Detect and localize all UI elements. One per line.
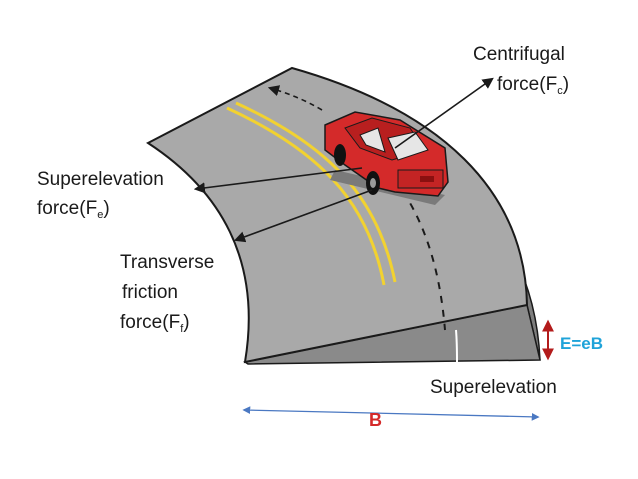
car-front-wheel <box>334 144 346 166</box>
width-dimension-arrow <box>242 406 540 421</box>
car-side-window <box>359 127 386 153</box>
transverse-label-line2: friction <box>122 282 178 303</box>
transverse-close-paren: ) <box>183 312 189 333</box>
transverse-label-line1: Transverse <box>120 252 214 273</box>
centrifugal-subscript: c <box>557 85 563 97</box>
centrifugal-close-paren: ) <box>563 74 569 95</box>
centrifugal-label-line2: force(Fc) <box>497 74 569 97</box>
superelevation-force-text: force(F <box>37 198 97 219</box>
superelevation-force-label-line1: Superelevation <box>37 169 164 190</box>
centrifugal-force-arrow <box>394 77 494 149</box>
superelevation-force-close-paren: ) <box>103 198 109 219</box>
superelevation-force-label-line2: force(Fe) <box>37 198 110 221</box>
e-formula-label: E=eB <box>560 334 603 353</box>
superelevation-force-subscript: e <box>97 209 103 221</box>
transverse-force-text: force(F <box>120 312 180 333</box>
car-rear-window <box>387 131 429 161</box>
transverse-label-line3: force(Ff) <box>120 312 190 335</box>
travel-direction-arrow <box>267 85 323 111</box>
centrifugal-label-line1: Centrifugal <box>473 44 565 65</box>
lane-dashed-line-lower <box>455 329 458 363</box>
superelevation-force-arrow <box>193 167 363 194</box>
transverse-subscript: f <box>180 323 184 335</box>
car-tail-light <box>420 176 434 182</box>
superelevation-label: Superelevation <box>430 377 557 398</box>
transverse-friction-arrow <box>233 189 373 243</box>
centrifugal-force-text: force(F <box>497 74 557 95</box>
car-rear-wheel-hub <box>370 178 376 188</box>
width-label: B <box>369 410 382 430</box>
